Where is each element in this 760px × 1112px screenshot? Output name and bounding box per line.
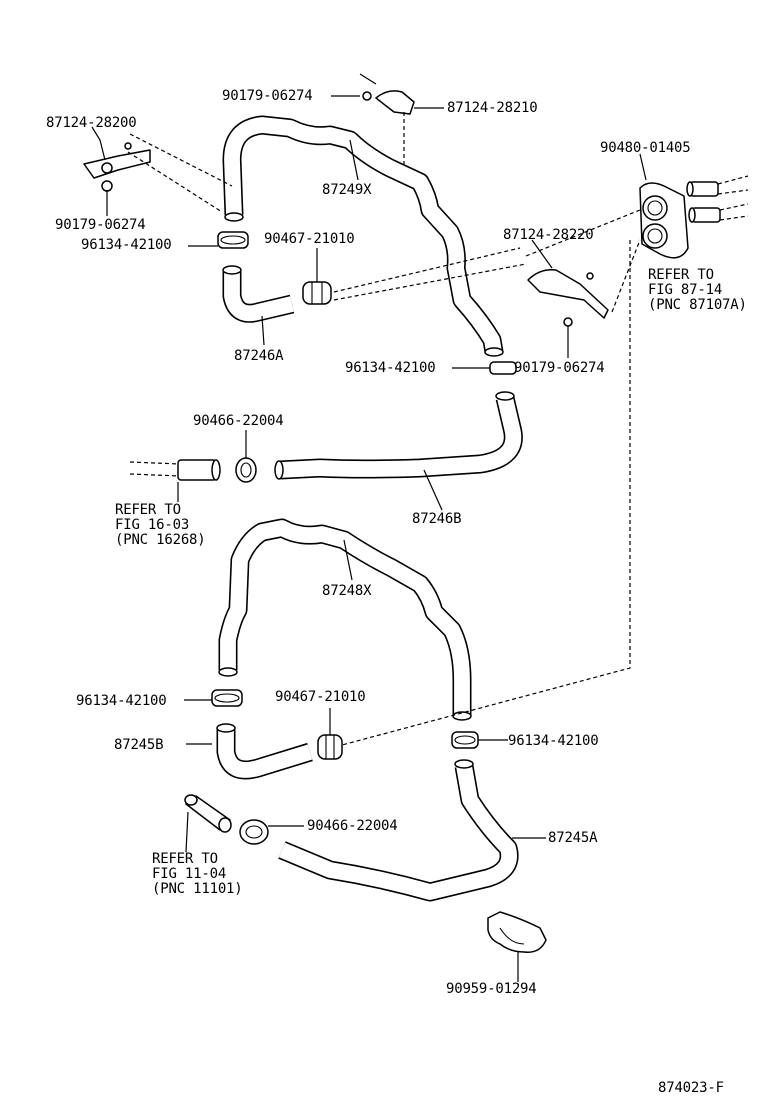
bracket-87124-28210 <box>359 73 415 115</box>
grommet-90480 <box>639 182 689 259</box>
clamp-96134-d <box>451 731 479 749</box>
hose-87249x <box>222 115 504 357</box>
label-96134-42100-a: 96134-42100 <box>81 237 172 253</box>
label-90466-22004-a: 90466-22004 <box>193 413 284 429</box>
refer-fig-11-04: REFER TO FIG 11-04 (PNC 11101) <box>152 851 243 897</box>
label-90959-01294: 90959-01294 <box>446 981 537 997</box>
hose-87246a <box>222 265 295 323</box>
label-96134-42100-b: 96134-42100 <box>345 360 436 376</box>
pipe-fig16 <box>129 459 221 481</box>
clip-90467-b <box>317 734 343 760</box>
clamp-90466-a <box>235 457 257 483</box>
hose-87248x <box>218 518 472 721</box>
label-87124-28210: 87124-28210 <box>447 100 538 116</box>
clamp-96134-b <box>489 361 517 375</box>
figure-code: 874023-F <box>658 1080 724 1096</box>
label-90179-06274-left: 90179-06274 <box>55 217 146 233</box>
pipes-fig87 <box>686 175 749 223</box>
label-87246a: 87246A <box>234 348 284 364</box>
label-87245b: 87245B <box>114 737 164 753</box>
clip-90467-a <box>302 281 332 305</box>
hose-87245b <box>216 723 313 780</box>
refer-fig-16-03: REFER TO FIG 16-03 (PNC 16268) <box>115 502 206 548</box>
label-90466-22004-b: 90466-22004 <box>307 818 398 834</box>
bracket-87124-28220 <box>527 268 609 327</box>
hose-87246b <box>274 391 523 480</box>
label-87246b: 87246B <box>412 511 462 527</box>
label-96134-42100-d: 96134-42100 <box>508 733 599 749</box>
label-96134-42100-c: 96134-42100 <box>76 693 167 709</box>
label-87249x: 87249X <box>322 182 372 198</box>
bracket-87124-28200 <box>83 142 151 192</box>
clamp-90466-b <box>239 819 269 845</box>
clamp-96134-c <box>211 689 243 707</box>
dashed-reference-lines <box>127 112 641 746</box>
label-87124-28220: 87124-28220 <box>503 227 594 243</box>
label-87248x: 87248X <box>322 583 372 599</box>
label-87124-28200: 87124-28200 <box>46 115 137 131</box>
label-90467-21010-a: 90467-21010 <box>264 231 355 247</box>
refer-fig-87-14: REFER TO FIG 87-14 (PNC 87107A) <box>648 267 747 313</box>
label-87245a: 87245A <box>548 830 598 846</box>
leader-lines <box>91 95 647 982</box>
label-90179-06274-top: 90179-06274 <box>222 88 313 104</box>
label-90480-01405: 90480-01405 <box>600 140 691 156</box>
label-90467-21010-b: 90467-21010 <box>275 689 366 705</box>
label-90179-06274-right: 90179-06274 <box>514 360 605 376</box>
pipe-fig11 <box>184 794 232 833</box>
hose-87245a <box>278 759 519 902</box>
clamp-90959 <box>487 911 547 953</box>
clamp-96134-a <box>217 231 249 249</box>
